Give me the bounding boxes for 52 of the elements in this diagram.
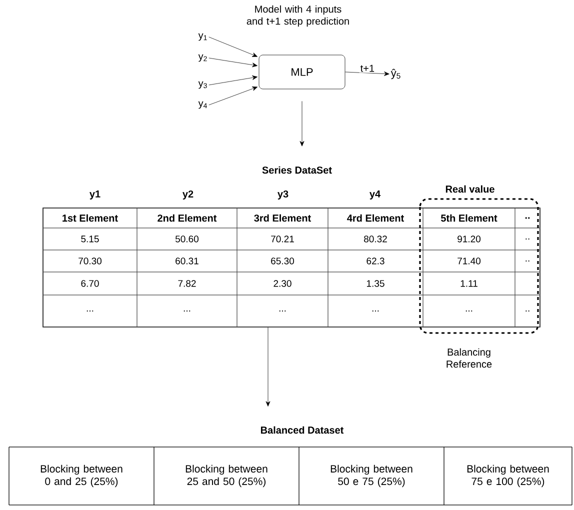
arrow <box>208 36 258 57</box>
table-cell: 50.60 <box>136 228 238 250</box>
edge-label: t+1 <box>359 64 376 73</box>
table-cell: ... <box>328 294 424 328</box>
input-label: y$_{2}$ <box>198 54 207 62</box>
arrow <box>208 75 258 86</box>
arrow <box>208 86 258 106</box>
table-cell: 4rd Element <box>328 208 424 228</box>
table-cell: 1.11 <box>422 272 516 296</box>
table-cell: 60.31 <box>136 250 238 272</box>
node-label: Balanced Dataset <box>260 426 344 434</box>
table-cell: 80.32 <box>328 228 424 250</box>
arrow <box>300 101 304 146</box>
node-label: Balancing Reference <box>446 348 492 368</box>
output-label: ŷ$_{5}$ <box>390 68 400 80</box>
table-cell: .. <box>514 294 540 328</box>
table-cell: .. <box>514 208 540 228</box>
table-cell: 6.70 <box>42 272 138 296</box>
table-cell: Blocking between 0 and 25 (25%) <box>8 446 154 506</box>
table-cell: 1st Element <box>42 208 138 228</box>
table-cell: 3rd Element <box>236 208 328 228</box>
input-label: y$_{1}$ <box>198 33 207 41</box>
arrow <box>266 327 270 406</box>
model-caption: Model with 4 inputs and t+1 step prediction <box>246 5 349 27</box>
input-label: y$_{3}$ <box>198 81 207 89</box>
table-cell: 62.3 <box>328 250 424 272</box>
table-cell: Blocking between 75 e 100 (25%) <box>444 446 572 506</box>
table-cell: Blocking between 25 and 50 (25%) <box>154 446 300 506</box>
table-cell: 7.82 <box>136 272 238 296</box>
table-cell: 2.30 <box>236 272 328 296</box>
table-cell: Blocking between 50 e 75 (25%) <box>298 446 444 506</box>
table-cell: 1.35 <box>328 272 424 296</box>
node-label: Series DataSet <box>262 166 332 174</box>
table-cell: 91.20 <box>422 228 516 250</box>
process-box: MLP <box>258 54 346 90</box>
table-cell: ... <box>422 294 516 328</box>
table-cell: 70.30 <box>42 250 138 272</box>
table-cell: .. <box>514 250 540 272</box>
arrow <box>208 58 258 68</box>
table-cell: 65.30 <box>236 250 328 272</box>
table-cell: 5.15 <box>42 228 138 250</box>
input-label: y$_{4}$ <box>198 101 207 109</box>
node-label: Real value <box>446 185 494 193</box>
table-cell: 71.40 <box>422 250 516 272</box>
table-cell: ... <box>136 294 238 328</box>
table-cell: 5th Element <box>422 208 516 228</box>
table-cell: 2nd Element <box>136 208 238 228</box>
table-cell: ... <box>236 294 328 328</box>
table-cell: .. <box>514 228 540 250</box>
arrow <box>345 72 390 76</box>
table-cell: ... <box>42 294 138 328</box>
table-cell: 70.21 <box>236 228 328 250</box>
